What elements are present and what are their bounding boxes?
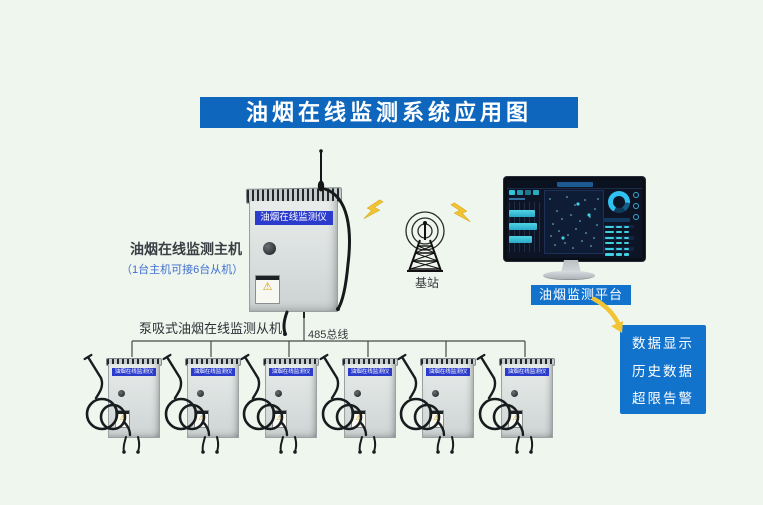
host-body: 油烟在线监测仪 ⚠ [249, 201, 338, 312]
slave-device-label: 油烟在线监测仪 [505, 368, 549, 376]
warning-icon: ⚠ [512, 415, 519, 422]
lightning-icon-right [450, 202, 471, 222]
panel-caption [509, 198, 525, 200]
base-station-label: 基站 [414, 276, 439, 290]
warning-icon: ⚠ [198, 415, 205, 422]
bar-chart [509, 202, 542, 252]
slave-knob [354, 390, 361, 397]
host-name-label: 油烟在线监测主机 [130, 241, 242, 257]
dashboard-left-panel [509, 190, 542, 252]
slave-group-label: 泵吸式油烟在线监测从机 [139, 321, 283, 336]
slave-warning-sticker: ⚠ [272, 410, 287, 428]
sticker-header [256, 276, 279, 280]
warning-icon: ⚠ [119, 415, 126, 422]
slave-warning-sticker: ⚠ [115, 410, 130, 428]
slave-device-label: 油烟在线监测仪 [348, 368, 392, 376]
host-knob [263, 242, 276, 255]
monitor [503, 176, 646, 262]
warning-icon: ⚠ [262, 281, 273, 293]
feature-data-display: 数据显示 [632, 336, 694, 352]
slave-body: 油烟在线监测仪 ⚠ [265, 364, 317, 438]
host-device-label: 油烟在线监测仪 [254, 211, 333, 225]
base-station-tower-icon [405, 211, 445, 272]
slave-knob [275, 390, 282, 397]
host-device: 油烟在线监测仪 ⚠ [245, 150, 357, 335]
bus-485-label: 485总线 [308, 329, 349, 341]
slave-knob [432, 390, 439, 397]
dashboard-topbar [507, 180, 642, 189]
warning-icon: ⚠ [276, 415, 283, 422]
lightning-icon-left [363, 199, 384, 219]
slave-knob [118, 390, 125, 397]
dashboard-title-chip [556, 181, 593, 187]
platform-label: 油烟监测平台 [531, 285, 631, 305]
data-table [604, 225, 634, 258]
slave-warning-sticker: ⚠ [429, 410, 444, 428]
dashboard-screen [507, 180, 642, 258]
side-icons [633, 192, 639, 225]
slave-device-label: 油烟在线监测仪 [112, 368, 156, 376]
donut-gauge [608, 191, 630, 213]
slave-body: 油烟在线监测仪 ⚠ [344, 364, 396, 438]
monitor-stand-base [543, 271, 595, 280]
platform-feature-box: 数据显示 历史数据 超限告警 [620, 325, 706, 414]
slave-warning-sticker: ⚠ [351, 410, 366, 428]
warning-icon: ⚠ [433, 415, 440, 422]
slave-device-label: 油烟在线监测仪 [269, 368, 313, 376]
donut-hole [613, 196, 625, 208]
slave-knob [197, 390, 204, 397]
slave-device-label: 油烟在线监测仪 [191, 368, 235, 376]
slave-body: 油烟在线监测仪 ⚠ [187, 364, 239, 438]
map-dots [549, 196, 599, 249]
slave-warning-sticker: ⚠ [194, 410, 209, 428]
slave-body: 油烟在线监测仪 ⚠ [108, 364, 160, 438]
slave-device-label: 油烟在线监测仪 [426, 368, 470, 376]
host-capacity-note: （1台主机可接6台从机） [121, 264, 244, 276]
monitor-stand-neck [561, 260, 581, 273]
warning-icon: ⚠ [355, 415, 362, 422]
dashboard-right-panel [604, 190, 639, 256]
slave-body: 油烟在线监测仪 ⚠ [422, 364, 474, 438]
slave-knob [511, 390, 518, 397]
section-divider [604, 218, 630, 222]
feature-history-data: 历史数据 [632, 363, 694, 379]
host-warning-sticker: ⚠ [255, 275, 280, 304]
dashboard-map [544, 190, 604, 254]
feature-alarm: 超限告警 [632, 390, 694, 406]
stat-chips [509, 190, 542, 195]
slave-warning-sticker: ⚠ [508, 410, 523, 428]
title-banner: 油烟在线监测系统应用图 [200, 97, 578, 128]
slave-device-6: 油烟在线监测仪 ⚠ [473, 348, 577, 466]
slave-body: 油烟在线监测仪 ⚠ [501, 364, 553, 438]
